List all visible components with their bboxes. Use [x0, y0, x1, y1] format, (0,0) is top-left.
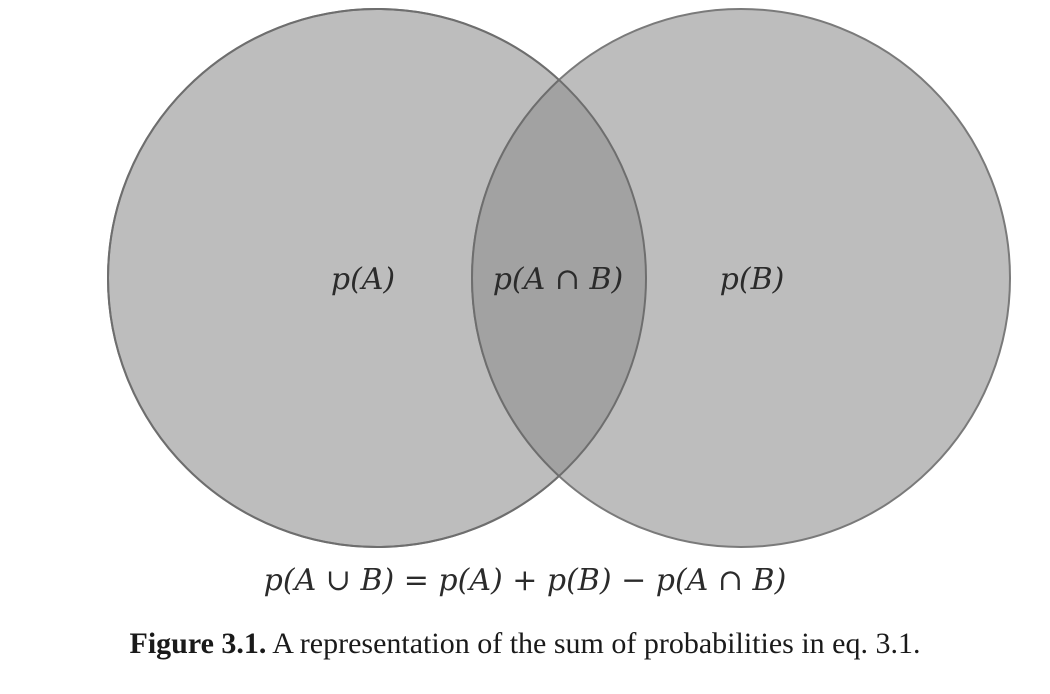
- caption-text: A representation of the sum of probabili…: [266, 627, 921, 660]
- set-b-label: p(B): [720, 262, 785, 297]
- intersection-label: p(A ∩ B): [493, 262, 624, 297]
- figure-caption: Figure 3.1. A representation of the sum …: [0, 627, 1050, 661]
- union-formula: p(A ∪ B) = p(A) + p(B) − p(A ∩ B): [263, 563, 787, 598]
- intersection-region: [471, 9, 646, 547]
- set-a-outline: [107, 8, 647, 548]
- set-a-label: p(A): [331, 262, 395, 297]
- venn-diagram: p(A) p(A ∩ B) p(B): [107, 8, 1011, 548]
- caption-figure-number: Figure 3.1.: [129, 627, 267, 660]
